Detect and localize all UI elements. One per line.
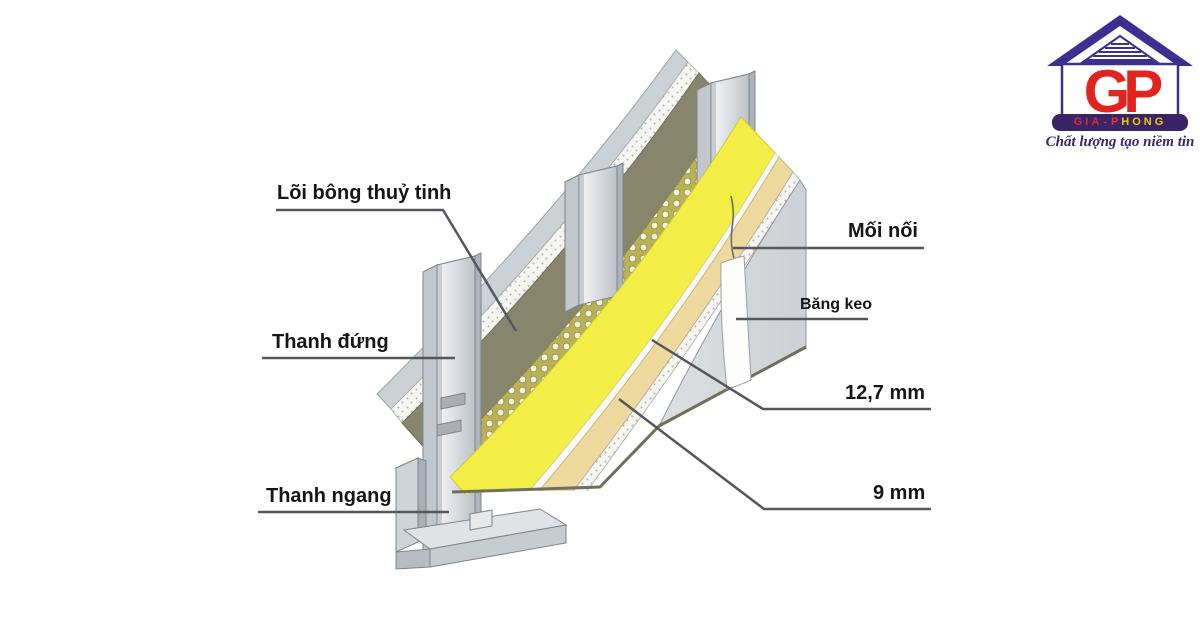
house-roof: [1047, 15, 1193, 66]
stud-middle: [564, 162, 624, 313]
house-pediment: [1079, 34, 1161, 63]
joint-tape: [720, 255, 752, 390]
logo-tagline: Chất lượng tạo niềm tin: [1045, 134, 1195, 150]
logo-company-part2-rest: HONG: [1121, 116, 1167, 128]
panel-joint-line: [730, 195, 735, 259]
floor-track: [394, 457, 568, 570]
label-vertical-stud: Thanh đứng: [272, 331, 389, 353]
label-horizontal-track: Thanh ngang: [266, 485, 392, 507]
label-thickness-9: 9 mm: [873, 482, 926, 504]
label-joint: Mối nối: [848, 220, 918, 242]
logo-company-part1: GIA: [1073, 116, 1103, 128]
logo-banner: GIA - P HONG: [1052, 114, 1188, 131]
logo-company-part2-initial: P: [1110, 116, 1122, 128]
stud-left: [422, 252, 482, 555]
label-tape: Băng keo: [800, 296, 873, 313]
logo-monogram: GP: [1084, 58, 1162, 118]
label-thickness-127: 12,7 mm: [845, 382, 926, 404]
house-walls: [1060, 62, 1180, 118]
label-glass-wool-core: Lõi bông thuỷ tinh: [277, 182, 452, 204]
logo-house-icon: GP: [1047, 15, 1193, 118]
logo-company-separator: -: [1103, 116, 1110, 128]
leader-lines: [258, 208, 931, 514]
company-logo: GP GIA - P HONG Chất lượng tạo niềm tin: [1044, 10, 1196, 162]
